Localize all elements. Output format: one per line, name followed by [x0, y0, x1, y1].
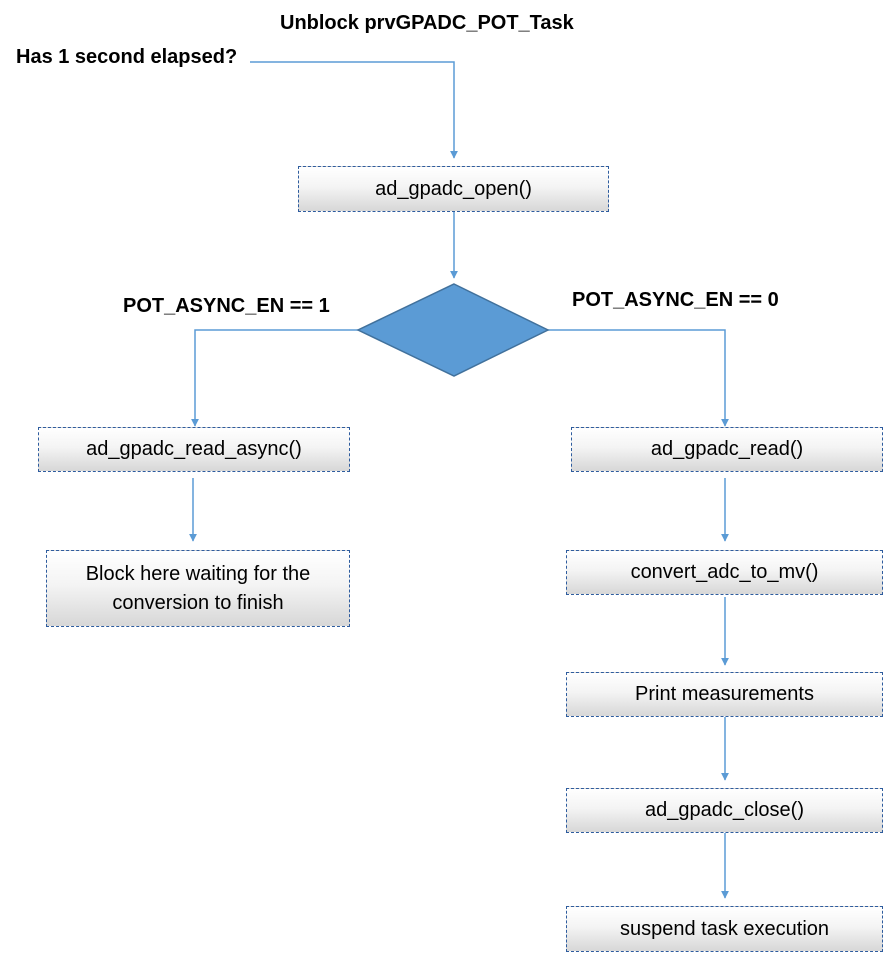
step-gpadc-open-label: ad_gpadc_open() — [375, 177, 532, 200]
decision-diamond — [356, 283, 550, 377]
step-print-measurements-label: Print measurements — [635, 683, 814, 705]
branch-label-async: POT_ASYNC_EN == 1 — [123, 295, 330, 317]
step-block-waiting: Block here waiting for the conversion to… — [46, 550, 350, 627]
step-suspend-task-label: suspend task execution — [619, 917, 830, 940]
step-print-measurements: Print measurements — [566, 672, 883, 717]
step-convert-adc-to-mv: convert_adc_to_mv() — [566, 550, 883, 595]
step-gpadc-read-label: ad_gpadc_read() — [650, 438, 804, 460]
step-block-waiting-label: Block here waiting for the conversion to… — [85, 562, 311, 614]
step-convert-adc-to-mv-label: convert_adc_to_mv() — [630, 561, 819, 583]
connector-decision-to-read-async — [191, 329, 358, 427]
step-gpadc-close-label: ad_gpadc_close() — [645, 799, 804, 821]
step-gpadc-read-async: ad_gpadc_read_async() — [38, 427, 350, 472]
step-gpadc-read: ad_gpadc_read() — [571, 427, 883, 472]
diagram-title: Unblock prvGPADC_POT_Task — [280, 12, 574, 34]
step-gpadc-read-async-label: ad_gpadc_read_async() — [86, 438, 302, 460]
connector-trigger-to-open — [250, 61, 458, 159]
branch-label-sync: POT_ASYNC_EN == 0 — [572, 289, 779, 311]
connector-decision-to-read — [548, 329, 729, 427]
step-gpadc-open: ad_gpadc_open() — [298, 166, 609, 212]
step-gpadc-close: ad_gpadc_close() — [566, 788, 883, 833]
step-suspend-task: suspend task execution — [566, 906, 883, 952]
trigger-question: Has 1 second elapsed? — [16, 46, 238, 68]
